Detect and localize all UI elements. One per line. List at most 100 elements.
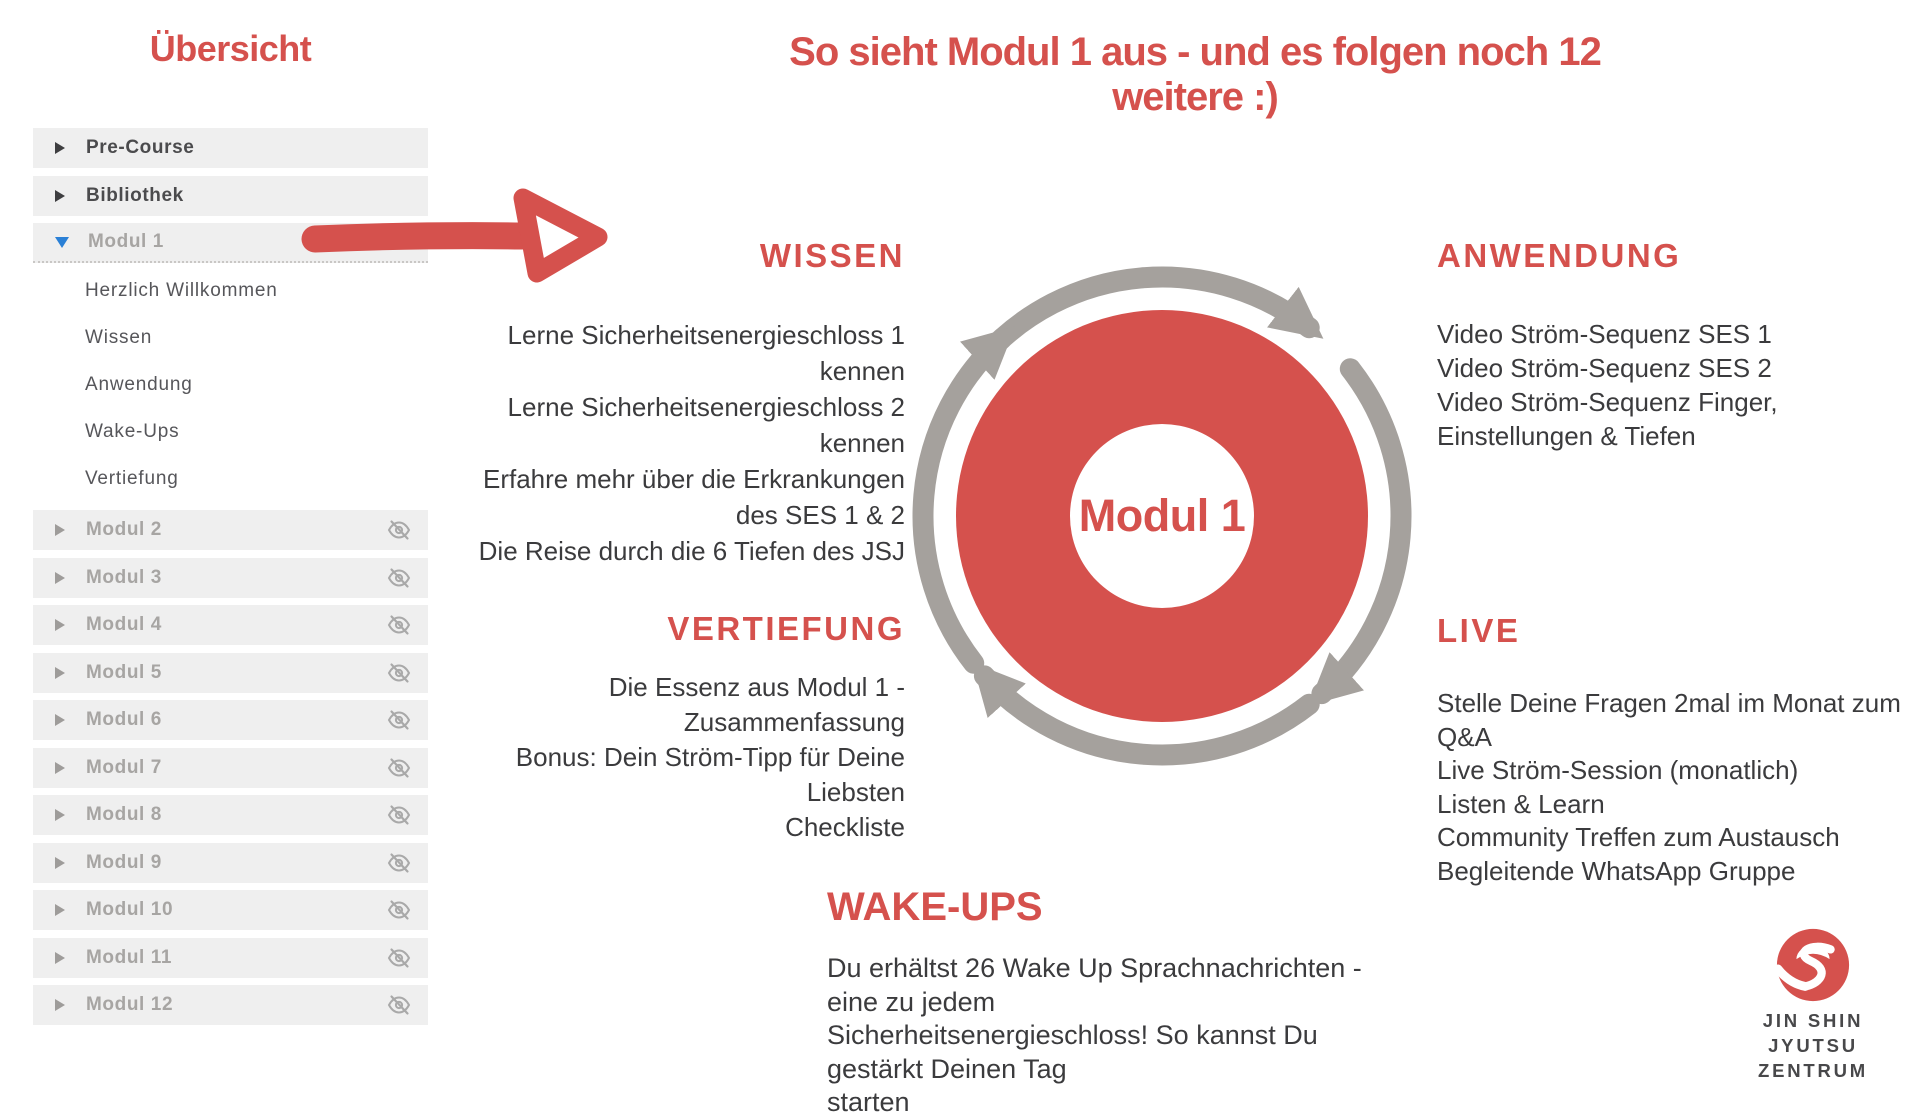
sidebar-title: Übersicht — [149, 28, 312, 69]
wissen-line: des SES 1 & 2 — [735, 500, 905, 530]
logo-text-line1: JIN SHIN JYUTSU — [1762, 1010, 1864, 1056]
sidebar-item-modul-7[interactable]: Modul 7 — [33, 747, 428, 788]
sidebar-subitem-wissen[interactable]: Wissen — [33, 314, 428, 361]
sidebar-item-label: Modul 3 — [86, 566, 162, 588]
eye-slash-icon — [387, 710, 411, 730]
jin-shin-jyutsu-zentrum-logo: JIN SHIN JYUTSU ZENTRUM — [1731, 926, 1895, 1084]
sidebar-item-modul-11[interactable]: Modul 11 — [33, 937, 428, 978]
sidebar-item-modul-9[interactable]: Modul 9 — [33, 842, 428, 883]
sidebar-item-bibliothek[interactable]: Bibliothek — [33, 175, 428, 216]
eye-slash-icon — [387, 852, 411, 873]
modul-1-sublist: Herzlich Willkommen Wissen Anwendung Wak… — [33, 263, 428, 508]
sidebar-item-label: Pre-Course — [86, 137, 195, 158]
sidebar-subitem-anwendung[interactable]: Anwendung — [33, 361, 428, 408]
section-live: LIVE Stelle Deine Fragen 2mal im Monat z… — [1437, 612, 1920, 888]
eye-slash-icon — [387, 900, 411, 920]
sidebar-item-modul-6[interactable]: Modul 6 — [33, 700, 428, 740]
triangle-right-icon — [55, 524, 65, 536]
subitem-label: Wake-Ups — [85, 420, 180, 442]
section-heading-vertiefung: VERTIEFUNG — [667, 610, 905, 647]
subitem-label: Vertiefung — [85, 467, 179, 489]
vertiefung-line: Checkliste — [785, 812, 905, 842]
subitem-label: Herzlich Willkommen — [85, 279, 278, 301]
live-line: Community Treffen zum Austausch — [1437, 822, 1840, 852]
wissen-line: Lerne Sicherheitsenergieschloss 2 kennen — [507, 392, 905, 458]
triangle-right-icon — [55, 809, 65, 821]
section-heading-wissen: WISSEN — [759, 237, 905, 274]
triangle-right-icon — [55, 666, 65, 679]
sidebar-item-label: Modul 9 — [86, 851, 162, 873]
wakeups-line: starten — [827, 1087, 910, 1117]
wissen-line: Die Reise durch die 6 Tiefen des JSJ — [478, 536, 905, 566]
sidebar-subitem-vertiefung[interactable]: Vertiefung — [33, 455, 428, 502]
sidebar-item-label: Modul 8 — [86, 804, 162, 825]
sidebar-item-pre-course[interactable]: Pre-Course — [33, 128, 428, 168]
vertiefung-line: Die Essenz aus Modul 1 - Zusammenfassung — [608, 672, 905, 737]
modul-cycle-diagram — [912, 266, 1412, 766]
vertiefung-line: Bonus: Dein Ström-Tipp für Deine Liebste… — [515, 742, 905, 807]
triangle-right-icon — [55, 761, 65, 774]
sidebar-item-label: Bibliothek — [86, 184, 184, 206]
eye-slash-icon — [387, 757, 411, 778]
wakeups-line: Du erhältst 26 Wake Up Sprachnachrichten… — [827, 953, 1362, 1017]
subitem-label: Anwendung — [85, 373, 193, 395]
circular-arrows-clockwise-icon — [912, 266, 1412, 766]
anwendung-line: Einstellungen & Tiefen — [1437, 421, 1696, 451]
sidebar-item-modul-5[interactable]: Modul 5 — [33, 652, 428, 693]
eye-slash-icon — [387, 662, 411, 683]
triangle-right-icon — [55, 904, 65, 916]
triangle-right-icon — [55, 571, 65, 584]
anwendung-line: Video Ström-Sequenz Finger, — [1437, 387, 1778, 417]
sidebar-item-label: Modul 10 — [86, 899, 174, 920]
sidebar-item-label: Modul 1 — [88, 231, 164, 252]
triangle-right-icon — [55, 142, 65, 154]
live-line: Listen & Learn — [1437, 788, 1605, 819]
section-heading-live: LIVE — [1437, 612, 1521, 649]
logo-mark-icon — [1773, 928, 1850, 1002]
sidebar-subitem-herzlich-willkommen[interactable]: Herzlich Willkommen — [33, 267, 428, 314]
subitem-label: Wissen — [85, 326, 153, 348]
sidebar-item-label: Modul 7 — [86, 756, 162, 778]
sidebar-item-modul-10[interactable]: Modul 10 — [33, 890, 428, 930]
wakeups-line: Sicherheitsenergieschloss! So kannst Du … — [827, 1020, 1318, 1084]
live-line: Live Ström-Session (monatlich) — [1437, 755, 1799, 785]
eye-slash-icon — [387, 615, 411, 635]
sidebar-item-label: Modul 4 — [86, 614, 162, 635]
sidebar-item-label: Modul 5 — [86, 661, 162, 683]
sidebar-item-modul-3[interactable]: Modul 3 — [33, 557, 428, 598]
triangle-down-icon — [55, 236, 69, 248]
sidebar-item-modul-2[interactable]: Modul 2 — [33, 510, 428, 550]
eye-slash-icon — [387, 947, 411, 968]
sidebar-item-modul-8[interactable]: Modul 8 — [33, 795, 428, 835]
section-anwendung: ANWENDUNG Video Ström-Sequenz SES 1 Vide… — [1437, 237, 1907, 453]
sidebar-item-label: Modul 12 — [86, 994, 174, 1015]
eye-slash-icon — [387, 520, 411, 540]
triangle-right-icon — [55, 619, 65, 631]
sidebar-item-modul-4[interactable]: Modul 4 — [33, 605, 428, 645]
live-line: Stelle Deine Fragen 2mal im Monat zum Q&… — [1437, 688, 1901, 752]
section-wake-ups: WAKE-UPS Du erhältst 26 Wake Up Sprachna… — [827, 884, 1387, 1120]
diagram-center-label: Modul 1 — [1078, 490, 1246, 541]
sidebar-item-modul-12[interactable]: Modul 12 — [33, 985, 428, 1025]
live-line: Begleitende WhatsApp Gruppe — [1437, 855, 1796, 886]
section-heading-wake-ups: WAKE-UPS — [827, 885, 1043, 929]
triangle-right-icon — [55, 999, 65, 1011]
hand-drawn-arrow-right-icon — [301, 188, 608, 283]
wissen-line: Erfahre mehr über die Erkrankungen — [482, 464, 905, 494]
page-title: So sieht Modul 1 aus - und es folgen noc… — [789, 30, 1602, 119]
sidebar-item-label: Modul 2 — [86, 519, 162, 540]
triangle-right-icon — [55, 856, 65, 869]
wissen-line: Lerne Sicherheitsenergieschloss 1 kennen — [507, 320, 905, 386]
triangle-right-icon — [55, 714, 65, 726]
triangle-right-icon — [55, 189, 65, 202]
section-wissen: WISSEN Lerne Sicherheitsenergieschloss 1… — [435, 237, 905, 569]
anwendung-line: Video Ström-Sequenz SES 1 — [1437, 319, 1772, 349]
eye-slash-icon — [387, 567, 411, 588]
triangle-right-icon — [55, 951, 65, 964]
sidebar-subitem-wake-ups[interactable]: Wake-Ups — [33, 408, 428, 455]
section-vertiefung: VERTIEFUNG Die Essenz aus Modul 1 - Zusa… — [435, 610, 905, 845]
logo-text-line2: ZENTRUM — [1757, 1059, 1869, 1081]
section-heading-anwendung: ANWENDUNG — [1437, 237, 1682, 274]
sidebar-item-label: Modul 11 — [86, 946, 173, 968]
eye-slash-icon — [387, 805, 411, 825]
